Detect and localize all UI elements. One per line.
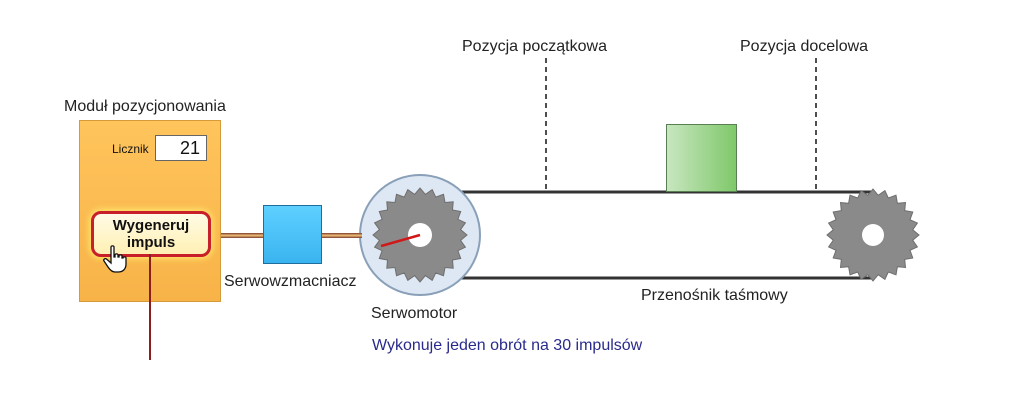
module-title: Moduł pozycjonowania [64,98,226,115]
conveyor-label: Przenośnik taśmowy [641,287,788,304]
servo-amplifier-label: Serwowzmacniacz [224,273,357,290]
gear-icon [826,188,920,282]
generate-pulse-button-line2: impuls [126,234,176,251]
servo-amplifier [263,205,322,264]
pulse-note: Wykonuje jeden obrót na 30 impulsów [372,337,643,354]
hand-pointer-icon [103,245,127,273]
generate-pulse-button-line1: Wygeneruj [112,217,190,234]
cable-amplifier-motor [322,233,362,238]
servomotor-label: Serwomotor [371,305,458,322]
counter-value: 21 [155,135,207,161]
motor-position-pointer [380,233,421,248]
signal-wire [149,254,151,360]
cable-module-amplifier [221,233,263,238]
counter-label: Licznik [112,142,149,156]
target-position-label: Pozycja docelowa [740,38,869,55]
workpiece-box [666,124,737,192]
start-position-label: Pozycja początkowa [462,38,607,55]
